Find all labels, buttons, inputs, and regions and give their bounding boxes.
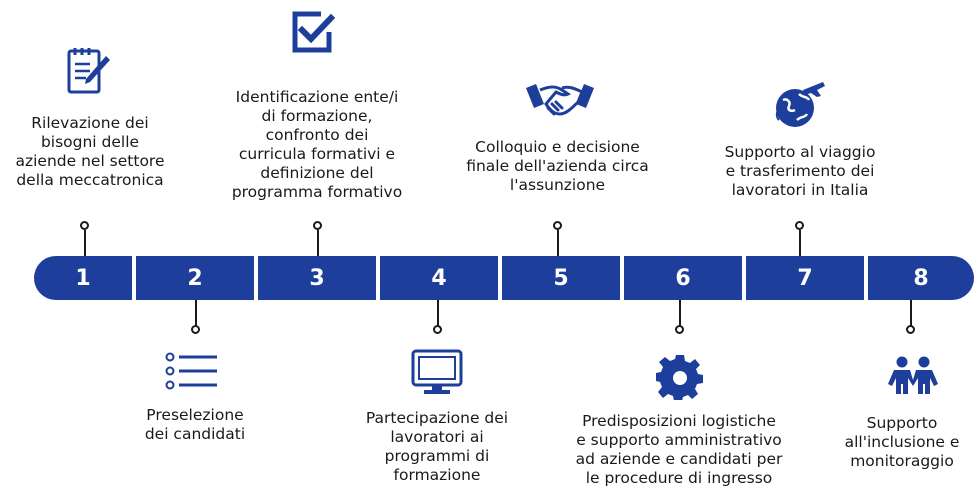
step-2-label: Preselezione dei candidati (144, 406, 246, 443)
step-number: 8 (913, 265, 929, 291)
checkbox-icon (291, 10, 335, 54)
globe-plane-icon (773, 80, 827, 130)
step-4-segment: 4 (380, 256, 498, 300)
step-8-connector-dot (906, 325, 915, 334)
step-4-connector-dot (433, 325, 442, 334)
gear-icon (656, 354, 704, 400)
step-7-label: Supporto al viaggio e trasferimento dei … (724, 143, 876, 199)
handshake-icon (524, 80, 596, 120)
step-2-connector-dot (191, 325, 200, 334)
step-number: 3 (309, 265, 325, 291)
step-7-segment: 7 (746, 256, 864, 300)
monitor-icon (410, 348, 464, 396)
step-3-connector-line (317, 230, 319, 256)
step-number: 1 (75, 265, 91, 291)
step-4-connector-line (437, 300, 439, 326)
step-8-connector-line (910, 300, 912, 326)
people-icon (886, 356, 940, 396)
step-8-label: Supporto all'inclusione e monitoraggio (844, 414, 960, 470)
step-3-connector-dot (313, 221, 322, 230)
step-4-label: Partecipazione dei lavoratori ai program… (365, 409, 509, 484)
checklist-pencil-icon (66, 46, 112, 96)
step-6-label: Predisposizioni logistiche e supporto am… (575, 412, 783, 487)
step-1-segment: 1 (34, 256, 132, 300)
step-3-segment: 3 (258, 256, 376, 300)
step-5-segment: 5 (502, 256, 620, 300)
step-number: 6 (675, 265, 691, 291)
step-6-connector-dot (675, 325, 684, 334)
step-2-connector-line (195, 300, 197, 326)
step-number: 4 (431, 265, 447, 291)
step-5-connector-dot (553, 221, 562, 230)
step-8-segment: 8 (868, 256, 974, 300)
step-1-connector-line (84, 230, 86, 256)
step-number: 2 (187, 265, 203, 291)
step-5-connector-line (557, 230, 559, 256)
step-6-connector-line (679, 300, 681, 326)
step-5-label: Colloquio e decisione finale dell'aziend… (466, 138, 649, 194)
step-2-segment: 2 (136, 256, 254, 300)
step-7-connector-line (799, 230, 801, 256)
list-icon (165, 352, 219, 390)
step-number: 7 (797, 265, 813, 291)
step-3-label: Identificazione ente/i di formazione, co… (231, 88, 403, 201)
step-number: 5 (553, 265, 569, 291)
step-6-segment: 6 (624, 256, 742, 300)
timeline-bar: 1 2 3 4 5 6 7 8 (34, 256, 974, 300)
step-1-label: Rilevazione dei bisogni delle aziende ne… (15, 114, 165, 189)
step-1-connector-dot (80, 221, 89, 230)
step-7-connector-dot (795, 221, 804, 230)
